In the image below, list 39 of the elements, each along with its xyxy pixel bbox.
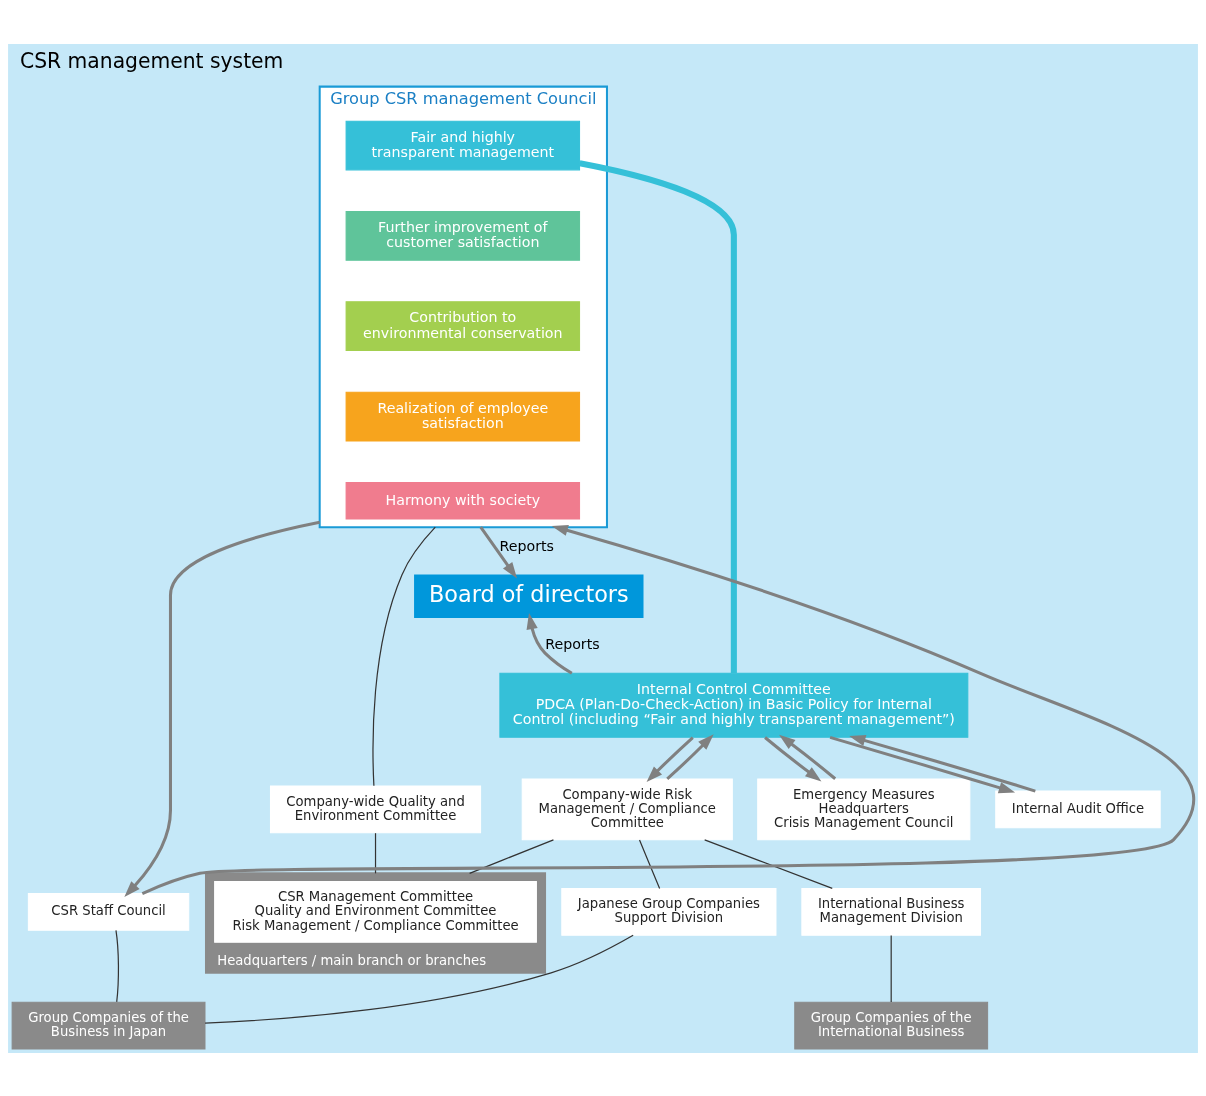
connector xyxy=(204,934,634,1024)
edge-label: Reports xyxy=(499,537,555,554)
arrow xyxy=(124,520,320,897)
node-box: Company-wide Quality and Environment Committee xyxy=(269,785,482,833)
connector xyxy=(704,838,833,889)
node-box: Company-wide Risk Management / Compliance Committee xyxy=(521,777,733,840)
connector xyxy=(374,832,377,874)
node-box: Group Companies of the Business in Japan xyxy=(11,1001,206,1049)
node-box: Internal Control Committee PDCA (Plan-Do-Check-Action) in Basic Policy for Internal Control (including “Fair and highly transparent management”) xyxy=(499,672,969,738)
arrow xyxy=(646,735,694,782)
arrow xyxy=(764,735,822,782)
node-box: Group Companies of the International Business xyxy=(794,1001,989,1049)
node-box: Fair and highly transparent management xyxy=(345,120,581,170)
arrow xyxy=(479,525,518,579)
node-box: Board of directors xyxy=(414,573,644,618)
connector xyxy=(115,929,120,1002)
arrow xyxy=(141,524,1195,895)
connector xyxy=(469,838,555,874)
node-box: CSR Staff Council xyxy=(27,892,190,931)
diagram-title: CSR management system xyxy=(19,48,284,73)
arrow xyxy=(526,612,573,675)
node-box: Japanese Group Companies Support Division xyxy=(561,887,777,936)
connector xyxy=(372,526,436,786)
arrow xyxy=(779,734,837,780)
arrow xyxy=(666,733,714,780)
node-box: Realization of employee satisfaction xyxy=(345,391,581,441)
arrow xyxy=(829,735,1016,793)
node-box: Harmony with society xyxy=(345,481,581,520)
arrow xyxy=(849,734,1036,793)
connector xyxy=(890,934,892,1003)
node-box: CSR Management Committee Quality and Environment Committee Risk Management / Compliance Committee xyxy=(214,880,537,943)
node-box: Internal Audit Office xyxy=(995,790,1161,828)
node-box: Further improvement of customer satisfaction xyxy=(345,210,581,261)
edge-label: Reports xyxy=(545,635,600,652)
node-box: Contribution to environmental conservation xyxy=(345,300,581,351)
connector xyxy=(638,838,661,889)
connector xyxy=(579,159,737,673)
node-box: International Business Management Division xyxy=(801,887,982,936)
node-box: Emergency Measures Headquarters Crisis Management Council xyxy=(757,777,971,840)
